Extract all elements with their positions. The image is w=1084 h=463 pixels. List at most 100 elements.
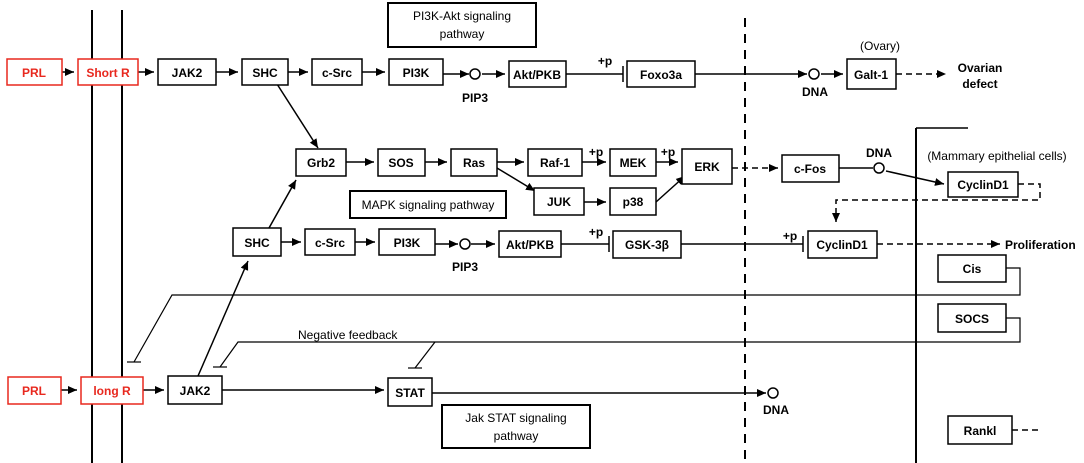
svg-text:PRL: PRL — [22, 66, 46, 80]
svg-text:CyclinD1: CyclinD1 — [957, 178, 1009, 192]
svg-text:JAK2: JAK2 — [172, 66, 203, 80]
pip3-mid-circle — [459, 238, 471, 250]
node-galt1: Galt-1 — [846, 58, 897, 90]
node-csrc-mid: c-Src — [304, 228, 356, 256]
node-raf1: Raf-1 — [527, 148, 583, 177]
node-erk: ERK — [681, 148, 733, 185]
node-akt-top: Akt/PKB — [508, 60, 567, 88]
svg-text:MEK: MEK — [620, 156, 647, 170]
mapk-pathway-box: MAPK signaling pathway — [349, 190, 507, 219]
node-p38: p38 — [609, 187, 657, 216]
svg-text:c-Src: c-Src — [322, 66, 352, 80]
plus-p-foxo3a: +p — [598, 54, 612, 68]
svg-text:SHC: SHC — [252, 66, 278, 80]
feedback-socs-to-stat — [414, 341, 436, 369]
svg-text:PRL: PRL — [22, 384, 46, 398]
svg-text:SOS: SOS — [388, 156, 413, 170]
node-short-r: Short R — [77, 58, 139, 86]
dna-top-circle — [808, 68, 820, 80]
node-ras: Ras — [450, 148, 498, 177]
pi3k-akt-pathway-label-line1: PI3K-Akt signaling — [413, 9, 511, 23]
node-cfos: c-Fos — [781, 154, 840, 183]
svg-text:Raf-1: Raf-1 — [540, 156, 570, 170]
node-akt-mid: Akt/PKB — [498, 230, 562, 258]
dna-bottom-circle — [767, 387, 779, 399]
svg-text:JAK2: JAK2 — [180, 384, 211, 398]
node-jak2-top: JAK2 — [157, 58, 217, 86]
edge-cyclind1-to-cyclind1 — [832, 183, 1041, 222]
jak-stat-pathway-box: Jak STAT signaling pathway — [441, 404, 591, 449]
node-shc-top: SHC — [241, 58, 289, 86]
node-rankl: Rankl — [947, 415, 1013, 445]
ovary-label: (Ovary) — [860, 39, 900, 53]
node-sos: SOS — [377, 148, 426, 177]
svg-text:GSK-3β: GSK-3β — [625, 238, 669, 252]
plus-p-cyclind1: +p — [783, 229, 797, 243]
plus-p-gsk3b: +p — [589, 225, 603, 239]
node-shc-mid: SHC — [232, 227, 282, 257]
svg-text:c-Fos: c-Fos — [794, 162, 826, 176]
node-foxo3a: Foxo3a — [626, 60, 696, 88]
pi3k-akt-pathway-label-line2: pathway — [440, 27, 485, 41]
node-jak2-bottom: JAK2 — [167, 375, 223, 405]
edge-shc-grb2 — [276, 83, 319, 149]
node-prl-bottom: PRL — [7, 376, 62, 405]
svg-text:p38: p38 — [623, 195, 644, 209]
svg-text:ERK: ERK — [694, 160, 720, 174]
node-long-r: long R — [80, 376, 144, 405]
node-cis: Cis — [937, 254, 1007, 283]
dna-mid-label: DNA — [866, 146, 892, 160]
feedback-socs-to-jak2 — [219, 317, 1021, 368]
svg-text:Short R: Short R — [86, 66, 130, 80]
svg-text:PI3K: PI3K — [394, 236, 421, 250]
dna-top-label: DNA — [802, 85, 828, 99]
mapk-pathway-label: MAPK signaling pathway — [362, 198, 495, 212]
svg-text:PI3K: PI3K — [403, 66, 430, 80]
edge-ras-juk — [496, 167, 536, 192]
node-prl-top: PRL — [6, 58, 63, 86]
node-gsk3b: GSK-3β — [612, 230, 682, 259]
node-cyclind1-b: CyclinD1 — [807, 230, 878, 259]
svg-text:Galt-1: Galt-1 — [854, 68, 888, 82]
svg-text:c-Src: c-Src — [315, 236, 345, 250]
svg-text:CyclinD1: CyclinD1 — [816, 238, 868, 252]
edge-jak2-shcmid — [197, 260, 249, 377]
svg-text:JUK: JUK — [547, 195, 571, 209]
jak-stat-pathway-label-line1: Jak STAT signaling — [465, 411, 566, 425]
pip3-top-circle — [469, 68, 481, 80]
pip3-mid-label: PIP3 — [452, 260, 478, 274]
ovarian-defect-line2: defect — [962, 77, 997, 91]
node-socs: SOCS — [937, 303, 1007, 333]
edge-dna-cyclind1 — [885, 170, 945, 186]
svg-text:SHC: SHC — [244, 236, 270, 250]
dna-mid-circle — [873, 162, 885, 174]
svg-text:Foxo3a: Foxo3a — [640, 68, 682, 82]
plus-p-mek: +p — [589, 145, 603, 159]
node-stat: STAT — [387, 377, 433, 407]
node-csrc-top: c-Src — [311, 58, 363, 86]
node-mek: MEK — [609, 148, 657, 177]
node-grb2: Grb2 — [295, 148, 347, 177]
feedback-cis-to-longr — [133, 267, 1021, 363]
svg-text:SOCS: SOCS — [955, 312, 989, 326]
ovarian-defect-line1: Ovarian — [958, 61, 1003, 75]
node-pi3k-top: PI3K — [388, 58, 444, 86]
svg-text:Rankl: Rankl — [964, 424, 997, 438]
svg-text:Akt/PKB: Akt/PKB — [513, 68, 561, 82]
mammary-label: (Mammary epithelial cells) — [927, 149, 1066, 163]
edge-shcmid-grb2 — [268, 179, 297, 229]
jak-stat-pathway-label-line2: pathway — [494, 429, 539, 443]
plus-p-erk: +p — [661, 145, 675, 159]
pip3-top-label: PIP3 — [462, 91, 488, 105]
svg-text:Ras: Ras — [463, 156, 485, 170]
svg-text:STAT: STAT — [395, 386, 425, 400]
pi3k-akt-pathway-box: PI3K-Akt signaling pathway — [387, 2, 537, 48]
svg-text:Grb2: Grb2 — [307, 156, 335, 170]
edge-p38-erk — [655, 175, 686, 203]
proliferation-label: Proliferation — [1005, 238, 1076, 252]
svg-text:Cis: Cis — [963, 262, 982, 276]
node-pi3k-mid: PI3K — [378, 228, 436, 256]
node-juk: JUK — [533, 187, 585, 216]
svg-text:long R: long R — [93, 384, 131, 398]
